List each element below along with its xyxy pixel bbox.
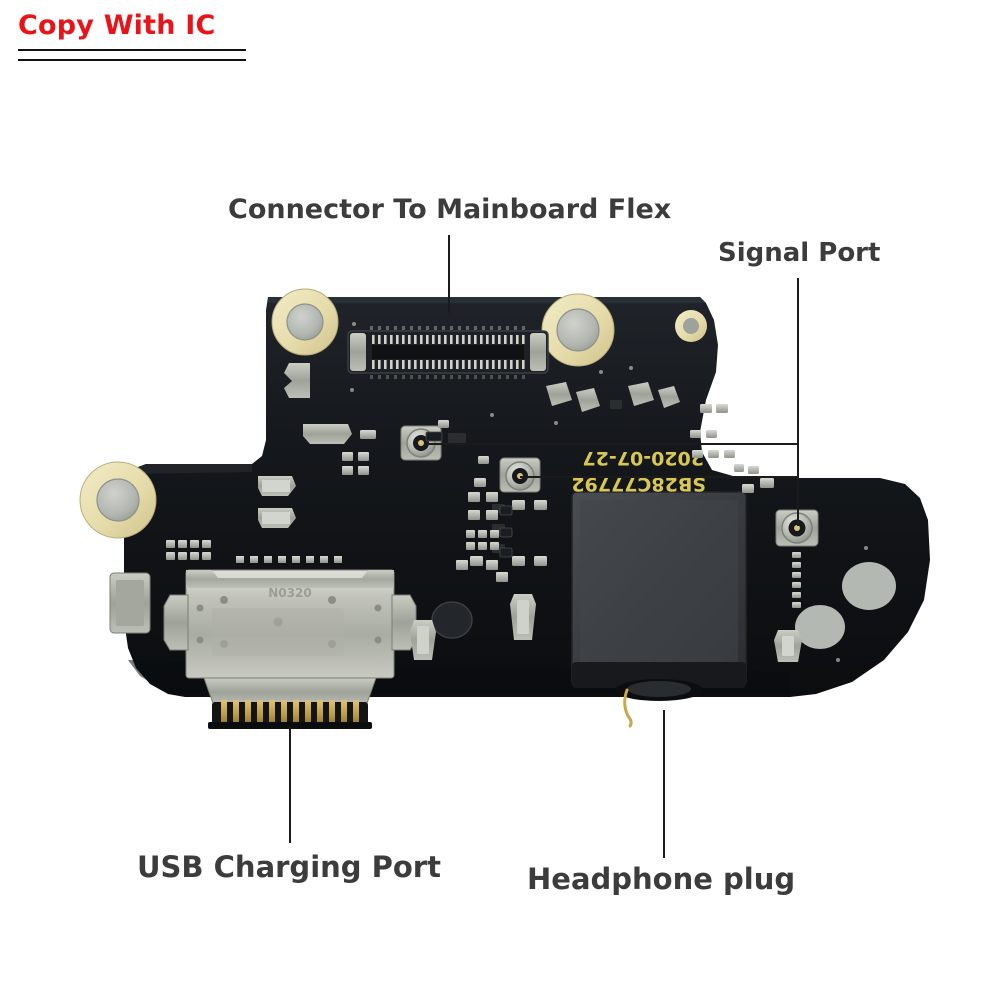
leader-line-connector-to-mainboard-flex	[448, 235, 450, 313]
test-pads-right	[795, 562, 896, 649]
ground-via-left	[109, 572, 151, 634]
headphone-jack	[571, 491, 747, 728]
pcb-outline	[124, 297, 930, 697]
mounting-pad-top-right	[541, 293, 615, 367]
watermark-rule-top	[18, 49, 246, 51]
leader-line-signal-port-vertical	[797, 278, 799, 526]
leader-line-usb-charging-port	[289, 727, 291, 843]
usb-connector-marking: N0320	[268, 586, 311, 600]
watermark-text: Copy With IC	[18, 10, 216, 41]
usb-c-charging-port: N0320	[163, 556, 417, 729]
label-usb-charging-port: USB Charging Port	[137, 850, 441, 884]
mounting-pad-top-far-right	[675, 310, 707, 342]
mainboard-flex-connector	[347, 326, 549, 379]
label-connector-to-mainboard-flex: Connector To Mainboard Flex	[228, 194, 672, 225]
test-pad-center	[431, 601, 473, 639]
leader-line-signal-port-branch-1	[424, 443, 798, 445]
leader-line-signal-port-branch-2	[520, 476, 798, 478]
mounting-pad-left	[79, 461, 157, 539]
label-signal-port: Signal Port	[718, 238, 881, 268]
signal-port-connector-2	[499, 457, 541, 493]
label-headphone-plug: Headphone plug	[527, 862, 796, 896]
silkscreen-markings: SB28C77792 2020-07-27	[571, 447, 706, 495]
leader-line-headphone-plug	[663, 710, 665, 858]
watermark-rule-bottom	[18, 59, 246, 61]
mounting-pad-top-left	[271, 288, 339, 356]
watermark-copy-with-ic: Copy With IC	[18, 12, 278, 61]
smd-components	[166, 363, 802, 662]
silkscreen-date-code: 2020-07-27	[582, 447, 704, 469]
